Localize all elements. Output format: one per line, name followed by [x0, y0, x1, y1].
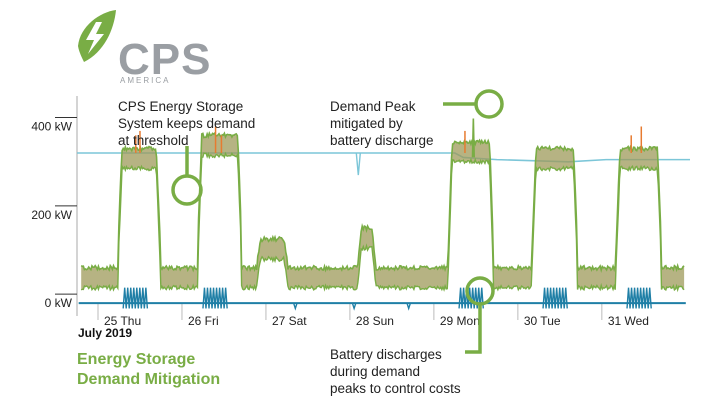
- x-tick-label: 28 Sun: [356, 314, 394, 328]
- callout-circle-peak: [474, 89, 504, 119]
- annotation-demand-peak: Demand Peak mitigated by battery dischar…: [330, 98, 434, 149]
- caption-line-1: Energy Storage: [77, 351, 196, 368]
- annotation-line: battery discharge: [330, 133, 434, 148]
- caption-line-2: Demand Mitigation: [77, 371, 221, 388]
- callouts-layer: [171, 89, 504, 354]
- threshold-dip: [355, 152, 362, 176]
- cps-leaf-icon: [78, 10, 116, 62]
- annotation-line: Battery discharges: [330, 347, 442, 362]
- logo-subtext: AMERICA: [120, 76, 171, 85]
- x-tick-label: 31 Wed: [608, 314, 649, 328]
- annotation-line: during demand: [330, 364, 421, 379]
- month-label: July 2019: [78, 326, 133, 340]
- x-tick-label: 29 Mon: [440, 314, 480, 328]
- battery-discharge-burst: [458, 287, 484, 309]
- callout-leader-battery: [465, 304, 482, 354]
- annotation-line: mitigated by: [330, 116, 403, 131]
- battery-discharge-burst: [542, 287, 568, 309]
- annotation-battery-discharge: Battery discharges during demand peaks t…: [330, 346, 461, 397]
- x-tick-label: 26 Fri: [188, 314, 219, 328]
- logo-wordmark: CPS: [118, 35, 212, 84]
- annotation-line: peaks to control costs: [330, 381, 461, 396]
- annotation-line: Demand Peak: [330, 99, 416, 114]
- battery-discharge-burst: [626, 287, 652, 309]
- y-tick-label: 0 kW: [45, 296, 73, 310]
- demand-line-upper: [80, 130, 685, 273]
- battery-layer: [78, 287, 686, 311]
- y-tick-label: 400 kW: [31, 120, 72, 134]
- x-tick-label: 30 Tue: [524, 314, 561, 328]
- y-tick-label: 200 kW: [31, 208, 72, 222]
- annotation-storage-threshold: CPS Energy Storage System keeps demand a…: [118, 98, 255, 149]
- battery-discharge-burst: [202, 287, 228, 309]
- demand-peak-spike: [471, 118, 475, 158]
- battery-discharge-burst: [122, 287, 149, 309]
- annotation-line: CPS Energy Storage: [118, 99, 244, 114]
- battery-blip: [351, 302, 357, 311]
- demand-layer: [80, 118, 685, 293]
- threshold-layer: [77, 152, 690, 176]
- demand-line-lower: [80, 151, 685, 293]
- annotation-line: System keeps demand: [118, 116, 256, 131]
- callout-circle-threshold: [171, 174, 203, 206]
- x-tick-label: 27 Sat: [272, 314, 307, 328]
- threshold-line: [77, 152, 690, 163]
- battery-blip: [292, 302, 298, 311]
- battery-blip: [406, 302, 412, 311]
- x-ticks: 25 Thu 26 Fri 27 Sat 28 Sun 29 Mon 30 Tue 31 W…: [97, 303, 649, 328]
- y-ticks: 0 kW 200 kW 400 kW: [31, 117, 77, 310]
- x-tick-label: 25 Thu: [104, 314, 141, 328]
- annotation-line: at threshold: [118, 133, 189, 148]
- chart-caption: Energy Storage Demand Mitigation: [77, 350, 220, 390]
